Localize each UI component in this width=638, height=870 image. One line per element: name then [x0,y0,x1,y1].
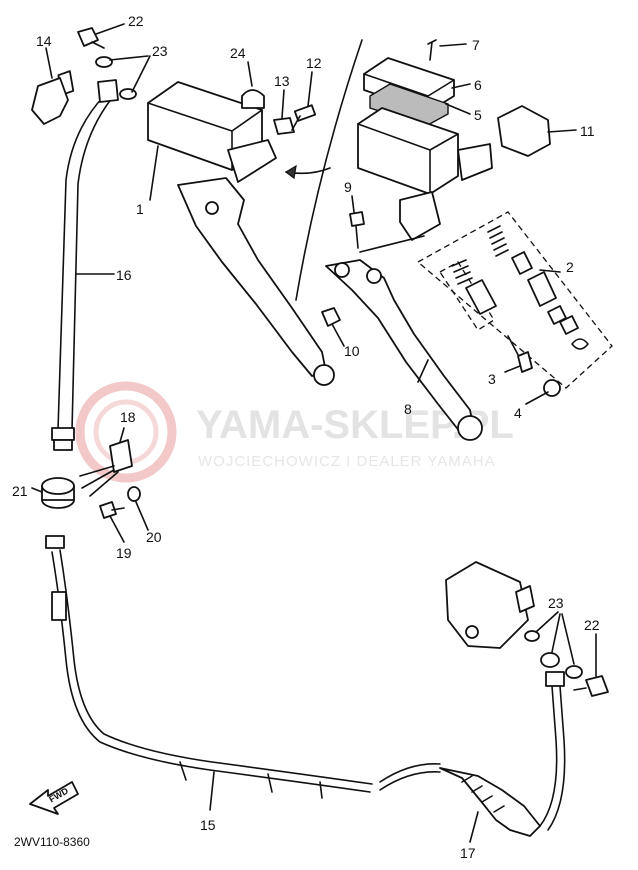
spring-a [487,225,509,257]
callout-12: 12 [306,55,322,71]
fwd-arrow-icon [29,781,79,815]
diagram-code: 2WV110-8360 [14,835,90,849]
callout-23-top: 23 [152,43,168,59]
bolt-22-top [77,27,105,49]
callout-2: 2 [566,259,574,275]
circlip [571,338,589,350]
nut-20 [127,486,141,502]
kit-dashed-outline [416,211,613,389]
callout-19: 19 [116,545,132,561]
bracket-18 [79,439,133,497]
diaphragm-5 [369,83,449,127]
callout-22-top: 22 [128,13,144,29]
lever-8-ball-end [457,415,483,441]
callout-3: 3 [488,371,496,387]
callout-13: 13 [274,73,290,89]
callout-8: 8 [404,401,412,417]
callout-18: 18 [120,409,136,425]
callout-14: 14 [36,33,52,49]
callout-6: 6 [474,77,482,93]
holder-11 [497,105,551,157]
watermark-subtitle: WOJCIECHOWICZ I DEALER YAMAHA [198,453,496,470]
callout-20: 20 [146,529,162,545]
hose-15 [45,535,441,799]
master-cylinder-assembly [147,81,335,386]
leader-lines [31,23,597,843]
fitting-17 [439,671,566,837]
callout-15: 15 [200,817,216,833]
callout-22-bottom: 22 [584,617,600,633]
callout-16: 16 [116,267,132,283]
master-cylinder-body-exploded [357,107,459,195]
seal-b [559,315,579,335]
cap-24 [241,89,265,109]
callout-10: 10 [344,343,360,359]
callouts: 1 2 3 4 5 6 7 8 9 10 11 12 13 14 15 16 1… [12,13,600,861]
forward-arrow: FWD [29,781,79,815]
hose-16 [31,70,119,451]
bolt-19 [99,501,125,519]
bolt-22-bottom [573,675,609,697]
spring-b [451,259,473,285]
callout-9: 9 [344,179,352,195]
callout-24: 24 [230,45,246,61]
washer-23-c [524,630,540,642]
clutch-lever-assembly [177,177,327,377]
callout-11: 11 [580,123,595,139]
release-cylinder [445,561,535,649]
callout-1: 1 [136,201,144,217]
callout-21: 21 [12,483,28,499]
grommet-21 [41,477,75,509]
callout-17: 17 [460,845,476,861]
lever-ball-end [313,364,335,386]
watermark-logo-ring [75,381,177,483]
piston-a [527,271,557,307]
divider-line [295,39,363,301]
bolt-12 [291,104,317,131]
nut-10 [321,307,341,327]
washer-23-a [95,56,113,68]
callout-4: 4 [514,405,522,421]
callout-5: 5 [474,107,482,123]
piston-b [465,279,497,315]
piston-kit-2 [416,211,613,389]
cup-a [511,251,533,275]
bolt-9 [349,211,365,227]
exploded-master-cylinder [321,39,551,441]
washer-23-e [565,665,583,679]
callout-7: 7 [472,37,480,53]
push-rod-3 [507,335,533,373]
nut-13 [273,117,295,135]
callout-23-bottom: 23 [548,595,564,611]
washer-23-d [540,652,560,668]
